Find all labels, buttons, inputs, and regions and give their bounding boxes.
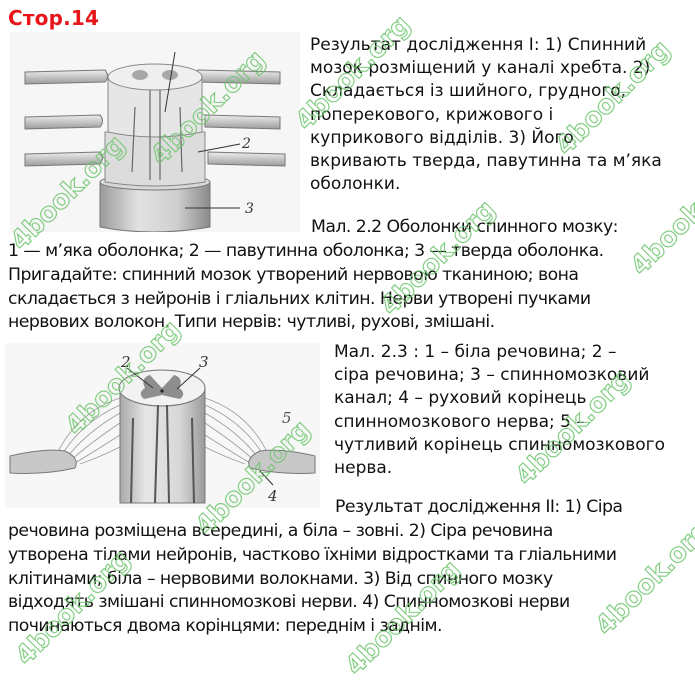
text-line: сіра речовина; 3 – спинномозковий	[334, 365, 650, 386]
text-line: поперекового, крижового і	[310, 104, 554, 125]
figure-spinal-cord-membranes: 2 3	[10, 32, 300, 232]
research-result-2: речовина розміщена всередині, а біла – з…	[8, 520, 617, 639]
text-line: оболонки.	[310, 174, 401, 195]
text-line: Результат дослідження I: 1) Спинний	[310, 35, 647, 55]
text-line: канал; 4 – руховий корінець	[334, 388, 587, 409]
figure-label: 5	[282, 409, 292, 427]
caption-title: Мал. 2.2 Оболонки спинного мозку:	[311, 217, 618, 237]
research-result-2-first: Результат дослідження II: 1) Сіра	[335, 496, 623, 520]
text-line: спинномозкового нерва; 5 –	[334, 411, 585, 432]
text-line: чутливий корінець спинномозкового	[334, 434, 666, 455]
figure-label: 3	[199, 353, 209, 371]
text-line: речовина розміщена всередині, а біла – з…	[8, 521, 553, 541]
text-line: починаються двома корінцями: переднім і …	[8, 616, 443, 637]
text-line: відходять змішані спинномозкові нерви. 4…	[8, 592, 570, 613]
page-number: Стор.14	[8, 6, 100, 30]
text-line: мозок розміщений у каналі хребта. 2)	[310, 58, 651, 79]
figure-caption-2-2: Мал. 2.2 Оболонки спинного мозку:	[311, 216, 618, 240]
research-result-1: Результат дослідження I: 1) Спинний мозо…	[310, 34, 662, 196]
text-line: Пригадайте: спинний мозок утворений нерв…	[8, 264, 579, 285]
figure-label: 2	[120, 353, 131, 371]
figure-label: 4	[267, 487, 278, 505]
figure-spinal-cord-cross-section: 2 3 4 5	[5, 343, 320, 508]
text-line: складається з нейронів і гліальних кліти…	[8, 288, 591, 309]
figure-label: 2	[241, 136, 251, 152]
text-line: куприкового відділів. 3) Його	[310, 127, 574, 148]
reminder-text: 1 — м’яка оболонка; 2 — павутинна оболон…	[8, 240, 604, 335]
text-line: нерва.	[334, 457, 393, 478]
text-line: нервових волокон. Типи нервів: чутливі, …	[8, 312, 495, 333]
text-line: 1 — м’яка оболонка; 2 — павутинна оболон…	[8, 241, 604, 261]
figure-caption-2-3: Мал. 2.3 : 1 – біла речовина; 2 – сіра р…	[334, 341, 665, 480]
text-line: Мал. 2.3 : 1 – біла речовина; 2 –	[334, 342, 617, 362]
figure-label: 3	[245, 201, 254, 217]
text-line: вкривають тверда, павутинна та м’яка	[310, 150, 662, 171]
text-line: Складається із шийного, грудного,	[310, 81, 627, 102]
text-line: утворена тілами нейронів, частково їхнім…	[8, 544, 617, 565]
text-line: Результат дослідження II: 1) Сіра	[335, 497, 623, 517]
text-line: клітинами; біла – нервовими волокнами. 3…	[8, 568, 553, 589]
